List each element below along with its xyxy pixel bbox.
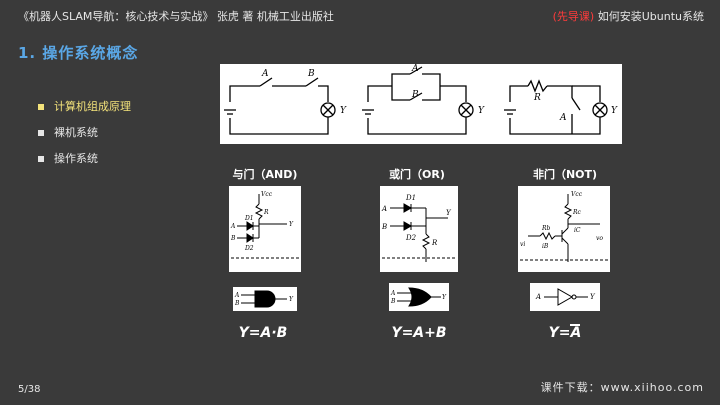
not-formula-text: Y=A: [548, 325, 582, 341]
vo-label: vo: [596, 235, 603, 242]
topic-menu: 计算机组成原理 裸机系统 操作系统: [38, 100, 131, 178]
or-gate-icon: A B Y: [390, 287, 447, 307]
bullet-icon: [38, 104, 44, 110]
switch-circuits-panel: A B Y A B Y R A Y: [220, 64, 622, 144]
switch-a-label: A: [559, 113, 567, 123]
not-formula: Y=A: [527, 325, 603, 341]
not-gate-icon: A Y: [535, 288, 596, 306]
menu-item-label: 裸机系统: [54, 126, 98, 139]
switch-circuits-diagram: A B Y A B Y R A Y: [224, 64, 618, 135]
slide-title: 1. 操作系统概念: [18, 44, 139, 62]
ic-label: iC: [574, 227, 581, 234]
menu-item-label: 操作系统: [54, 152, 98, 165]
course-tag: (先导课): [552, 10, 595, 23]
or-circuit-panel: A B D1 D2 Y R: [380, 186, 458, 272]
diode-d1-label: D1: [244, 215, 254, 222]
input-a-label: A: [381, 205, 387, 213]
input-a-label: A: [390, 290, 396, 297]
menu-item-os[interactable]: 操作系统: [38, 152, 131, 178]
input-a-label: A: [230, 223, 236, 230]
lamp-y-label: Y: [611, 106, 618, 116]
input-b-label: B: [230, 235, 236, 242]
and-circuit-panel: Vcc R D1 D2 A B Y: [229, 186, 301, 272]
not-formula-overbar: [570, 324, 580, 326]
rb-label: Rb: [541, 225, 551, 232]
switch-a-label: A: [411, 64, 419, 74]
vcc-label: Vcc: [571, 191, 583, 198]
input-b-label: B: [234, 300, 240, 307]
resistor-label: R: [263, 209, 269, 216]
input-b-label: B: [390, 298, 396, 305]
output-y-label: Y: [442, 294, 447, 301]
rc-label: Rc: [572, 209, 582, 216]
input-a-label: A: [535, 293, 541, 301]
diode-d2-label: D2: [244, 245, 254, 252]
vcc-label: Vcc: [261, 191, 273, 198]
input-a-label: A: [234, 292, 240, 299]
menu-item-composition[interactable]: 计算机组成原理: [38, 100, 131, 126]
lamp-y-label: Y: [478, 106, 485, 116]
and-symbol-panel: A B Y: [233, 287, 297, 311]
output-y-label: Y: [590, 293, 596, 301]
and-gate-title: 与门（AND): [232, 168, 298, 181]
not-gate-title: 非门（NOT): [532, 168, 598, 181]
vi-label: vi: [520, 241, 525, 248]
and-formula: Y=A·B: [238, 325, 288, 341]
lamp-y-label: Y: [340, 106, 347, 116]
output-y-label: Y: [446, 209, 452, 217]
course-info: (先导课) 如何安装Ubuntu系统: [553, 8, 704, 24]
top-bar: 《机器人SLAM导航：核心技术与实战》 张虎 著 机械工业出版社 (先导课) 如…: [0, 0, 720, 30]
and-circuit-diagram: Vcc R D1 D2 A B Y: [230, 191, 299, 259]
input-b-label: B: [381, 223, 387, 231]
diode-d1-label: D1: [405, 194, 416, 202]
switch-a-label: A: [261, 69, 269, 79]
switch-b-label: B: [307, 69, 315, 79]
bullet-icon: [38, 130, 44, 136]
not-symbol-panel: A Y: [530, 283, 600, 311]
or-circuit-diagram: A B D1 D2 Y R: [381, 194, 456, 262]
menu-item-label: 计算机组成原理: [54, 100, 131, 113]
resistor-r-label: R: [533, 93, 541, 103]
switch-b-label: B: [411, 90, 419, 100]
download-link[interactable]: 课件下载：www.xiihoo.com: [540, 381, 704, 394]
course-title: 如何安装Ubuntu系统: [597, 10, 704, 23]
bullet-icon: [38, 156, 44, 162]
book-info: 《机器人SLAM导航：核心技术与实战》 张虎 著 机械工业出版社: [18, 10, 334, 23]
ib-label: iB: [542, 243, 549, 250]
page-number: 5/38: [18, 384, 41, 395]
or-gate-title: 或门（OR): [389, 168, 445, 181]
not-circuit-panel: Vcc Rc Rb iB iC vi vo: [518, 186, 610, 272]
output-y-label: Y: [289, 221, 294, 228]
not-circuit-diagram: Vcc Rc Rb iB iC vi vo: [520, 191, 608, 262]
menu-item-bare-metal[interactable]: 裸机系统: [38, 126, 131, 152]
resistor-label: R: [431, 239, 438, 247]
or-formula: Y=A+B: [391, 325, 447, 341]
and-gate-icon: A B Y: [234, 290, 294, 308]
output-y-label: Y: [289, 296, 294, 303]
or-symbol-panel: A B Y: [389, 283, 449, 311]
diode-d2-label: D2: [405, 234, 417, 242]
